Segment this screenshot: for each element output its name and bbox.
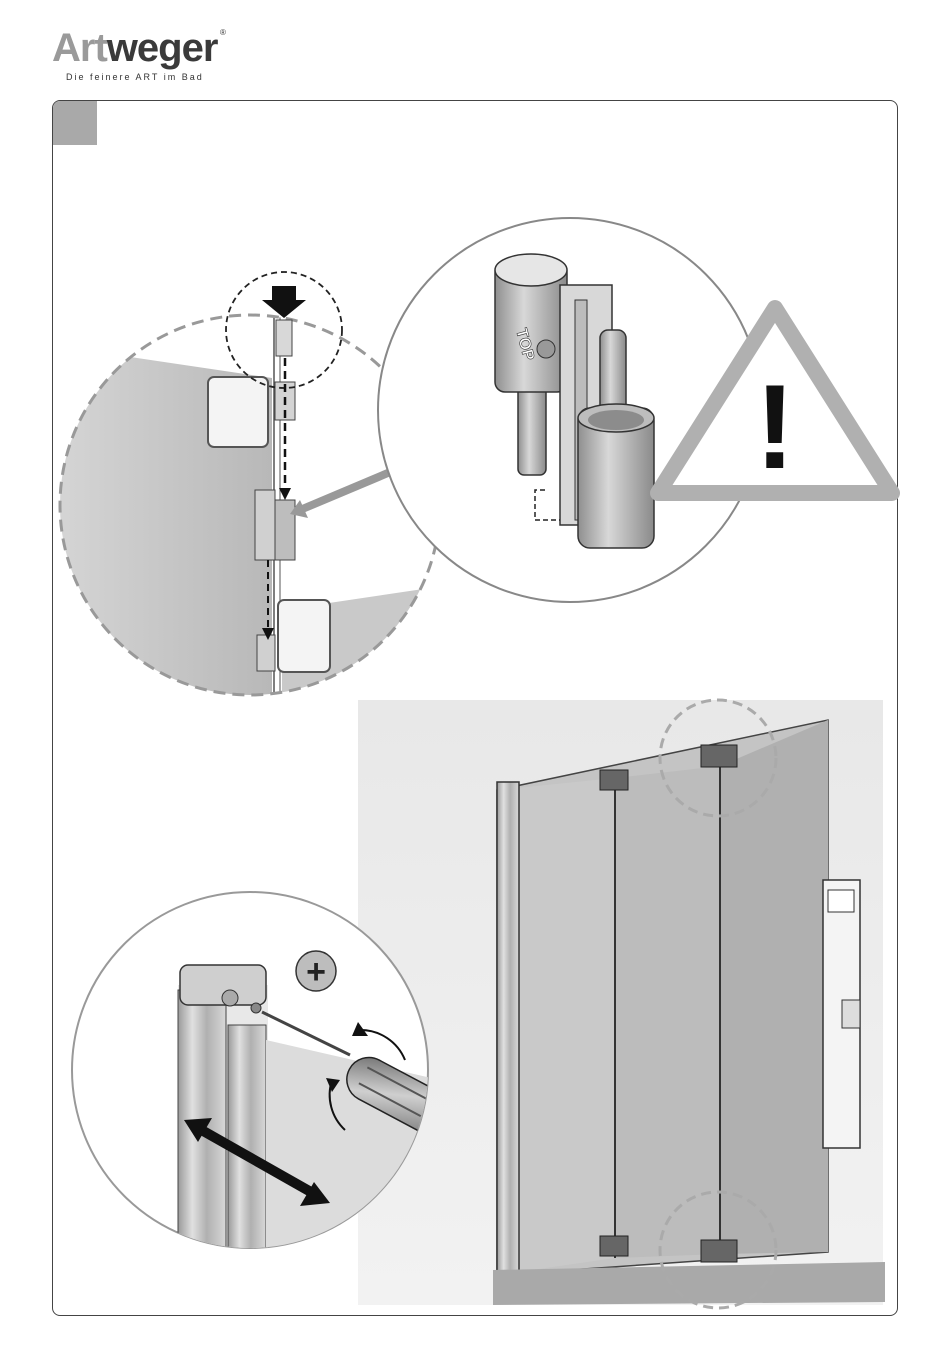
warning-exclamation: !: [755, 360, 795, 494]
hinge-detail-circle: [50, 272, 450, 720]
arrow-down-icon: [262, 286, 306, 318]
shower-room-scene: [358, 700, 885, 1308]
phillips-screw-icon: +: [296, 951, 336, 991]
plus-sign: +: [306, 953, 326, 991]
